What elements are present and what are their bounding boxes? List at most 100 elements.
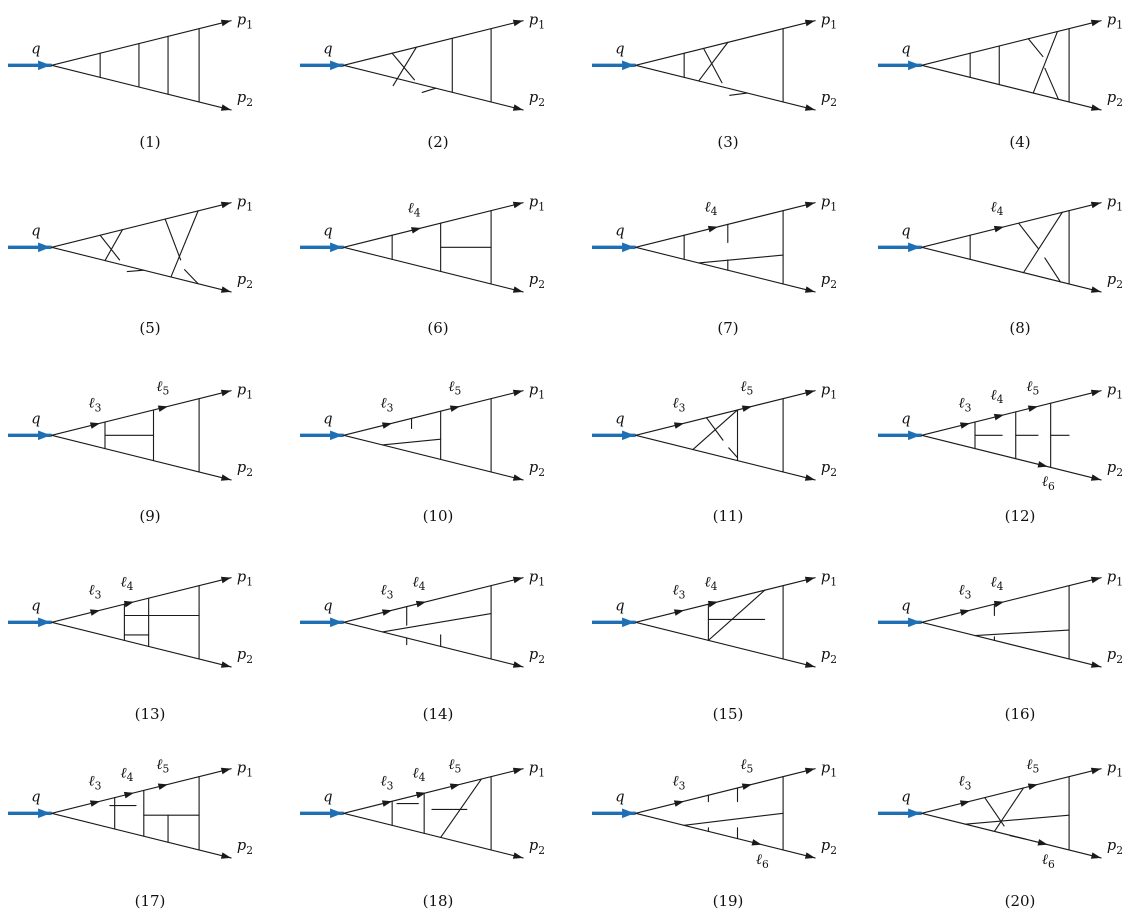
- lower-leg-line: [343, 246, 524, 293]
- incoming-arrow: [38, 60, 51, 71]
- momentum-arrow-l6: [751, 839, 762, 846]
- diagram-caption: (14): [423, 705, 454, 723]
- incoming-arrow: [330, 617, 343, 628]
- p1-arrow: [512, 576, 524, 584]
- p1-arrow: [804, 19, 816, 27]
- q-label: q: [31, 41, 40, 58]
- diagram-caption: (12): [1005, 507, 1036, 525]
- p2-label: p2: [237, 271, 253, 291]
- diagonal-propagator: [692, 409, 739, 451]
- incoming-arrow: [908, 617, 921, 628]
- lower-leg-line: [635, 812, 816, 859]
- p1-arrow: [1090, 201, 1102, 209]
- diagonal-propagator: [1044, 257, 1061, 283]
- incoming-arrow: [908, 242, 921, 253]
- momentum-arrow-l5: [1027, 405, 1039, 412]
- diagonal-propagator: [170, 210, 199, 278]
- p2-arrow: [1090, 661, 1102, 668]
- momentum-arrow-l5: [1027, 783, 1039, 790]
- lower-leg-line: [343, 621, 524, 668]
- diagonal-propagator: [391, 52, 416, 81]
- upper-leg-line: [921, 768, 1102, 814]
- incoming-arrow: [622, 242, 635, 253]
- diagram-caption: (19): [713, 892, 744, 910]
- momentum-arrow-l3: [959, 800, 971, 807]
- momentum-label-l3: ℓ3: [381, 582, 394, 602]
- diagram-caption: (5): [139, 319, 160, 337]
- momentum-label-l4: ℓ4: [705, 198, 718, 218]
- p1-label: p1: [237, 382, 253, 402]
- momentum-arrow-l4: [707, 600, 719, 608]
- momentum-arrow-l6: [1037, 839, 1048, 846]
- momentum-arrow-l5: [741, 783, 753, 790]
- incoming-arrow: [330, 242, 343, 253]
- diagonal-propagator: [683, 812, 784, 826]
- upper-leg-line: [51, 202, 232, 248]
- p2-label: p2: [529, 837, 545, 857]
- momentum-label-l5: ℓ5: [740, 756, 753, 776]
- p2-arrow: [804, 661, 816, 668]
- diagonal-propagator: [104, 229, 124, 262]
- upper-leg-line: [51, 390, 232, 436]
- momentum-label-l5: ℓ5: [156, 756, 169, 776]
- momentum-arrow-l5: [157, 783, 169, 790]
- q-label: q: [901, 41, 910, 58]
- momentum-arrow-l3: [381, 422, 393, 429]
- p1-arrow: [512, 19, 524, 27]
- incoming-arrow: [908, 430, 921, 441]
- momentum-label-l3: ℓ3: [89, 395, 102, 415]
- momentum-arrow-l5: [741, 405, 753, 412]
- p2-label: p2: [1107, 646, 1123, 666]
- p1-arrow: [1090, 19, 1102, 27]
- incoming-arrow: [622, 808, 635, 819]
- p2-label: p2: [821, 89, 837, 109]
- p1-label: p1: [237, 760, 253, 780]
- p1-label: p1: [237, 194, 253, 214]
- q-label: q: [323, 598, 332, 615]
- p2-arrow: [220, 474, 232, 481]
- p1-arrow: [1090, 389, 1102, 397]
- p1-arrow: [1090, 576, 1102, 584]
- momentum-label-l5: ℓ5: [448, 378, 461, 398]
- momentum-label-l4: ℓ4: [413, 573, 426, 593]
- momentum-label-l4: ℓ4: [413, 764, 426, 784]
- q-label: q: [323, 789, 332, 806]
- incoming-arrow: [908, 60, 921, 71]
- p1-label: p1: [529, 194, 545, 214]
- momentum-arrow-l3: [673, 422, 685, 429]
- p1-arrow: [512, 767, 524, 775]
- upper-leg-line: [343, 390, 524, 436]
- diagonal-propagator: [392, 46, 417, 87]
- q-label: q: [31, 598, 40, 615]
- p1-arrow: [804, 767, 816, 775]
- p2-label: p2: [529, 459, 545, 479]
- p1-label: p1: [529, 760, 545, 780]
- lower-leg-line: [51, 434, 232, 481]
- momentum-arrow-l4: [993, 413, 1005, 421]
- momentum-label-l4: ℓ4: [121, 573, 134, 593]
- lower-leg-line: [51, 246, 232, 293]
- q-label: q: [323, 41, 332, 58]
- diagonal-propagator: [164, 218, 182, 261]
- momentum-label-l3: ℓ3: [959, 773, 972, 793]
- p2-label: p2: [237, 459, 253, 479]
- p1-label: p1: [1107, 569, 1123, 589]
- momentum-arrow-l4: [123, 791, 135, 799]
- diagonal-propagator: [1027, 38, 1044, 58]
- p2-arrow: [220, 104, 232, 111]
- momentum-label-l3: ℓ3: [959, 582, 972, 602]
- p2-arrow: [804, 474, 816, 481]
- incoming-arrow: [38, 430, 51, 441]
- diagonal-propagator: [698, 41, 729, 82]
